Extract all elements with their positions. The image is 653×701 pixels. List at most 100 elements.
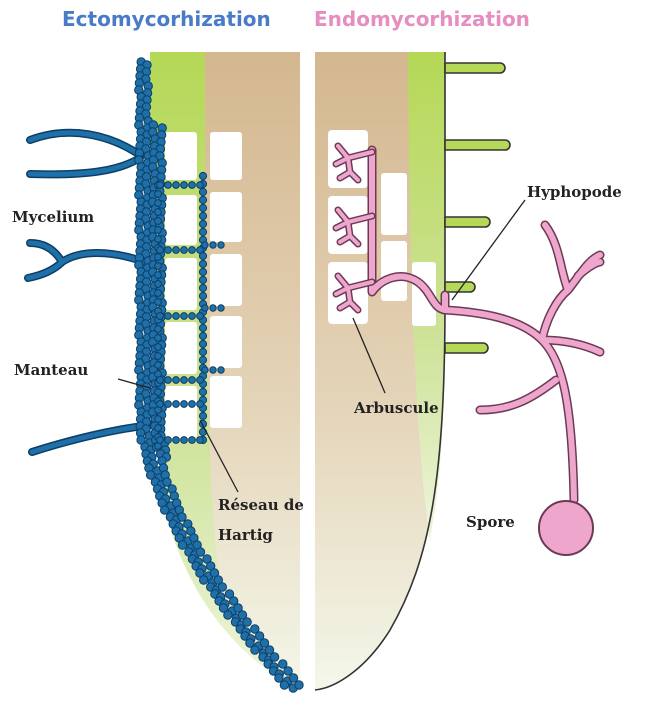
hypha-bead <box>155 416 162 423</box>
label-mycelium: Mycelium <box>12 208 94 226</box>
hypha-bead <box>199 212 206 219</box>
hypha-bead <box>199 284 206 291</box>
hypha-bead <box>155 272 162 279</box>
label-reseau-line2: Hartig <box>218 526 273 544</box>
hypha-bead <box>202 242 208 248</box>
hypha-bead <box>155 209 162 216</box>
hypha-bead <box>189 437 196 444</box>
label-manteau: Manteau <box>14 361 88 379</box>
hypha-bead <box>155 362 162 369</box>
hypha-bead <box>155 281 162 288</box>
hypha-bead <box>275 674 283 682</box>
label-spore: Spore <box>466 513 515 531</box>
ecto-hyphae-outline <box>28 133 150 452</box>
hypha-bead <box>199 268 206 275</box>
hypha-bead <box>189 247 196 254</box>
hypha-bead <box>157 313 164 320</box>
hypha-bead <box>165 247 172 254</box>
hypha-bead <box>155 344 162 351</box>
hypha-bead <box>155 425 162 432</box>
hypha-bead <box>173 247 180 254</box>
hypha-bead <box>155 191 162 198</box>
hypha-bead <box>199 204 206 211</box>
hypha-bead <box>181 377 188 384</box>
hypha-bead <box>200 576 208 584</box>
title-endo: Endomycorhization <box>314 7 530 31</box>
hypha-bead <box>196 548 204 556</box>
hypha-bead <box>270 653 278 661</box>
hypha-bead <box>155 353 162 360</box>
hypha-bead <box>181 313 188 320</box>
hypha-bead <box>189 401 196 408</box>
hypha-bead <box>218 305 224 311</box>
hypha-bead <box>155 236 162 243</box>
hypha-bead <box>197 247 204 254</box>
label-arbuscule: Arbuscule <box>353 399 439 417</box>
label-hyphopode: Hyphopode <box>527 183 622 201</box>
hypha-bead <box>199 228 206 235</box>
hypha-bead <box>199 388 206 395</box>
hypha-bead <box>155 254 162 261</box>
hypha-bead <box>181 182 188 189</box>
hypha-bead <box>165 401 172 408</box>
hypha-bead <box>165 313 172 320</box>
hypha-bead <box>218 583 226 591</box>
hypha-bead <box>199 196 206 203</box>
hypha-bead <box>157 377 164 384</box>
hypha-bead <box>189 313 196 320</box>
hypha-bead <box>199 292 206 299</box>
hypha-bead <box>157 247 164 254</box>
hypha-bead <box>280 681 288 689</box>
hypha-bead <box>173 313 180 320</box>
hypha-bead <box>155 335 162 342</box>
hypha-bead <box>173 401 180 408</box>
ecto-hyphae <box>28 133 150 452</box>
hypha-bead <box>202 305 208 311</box>
hypha-bead <box>157 182 164 189</box>
hypha-bead <box>155 227 162 234</box>
hypha-bead <box>155 290 162 297</box>
hypha-bead <box>197 377 204 384</box>
hypha-bead <box>295 681 303 689</box>
hypha-bead <box>181 437 188 444</box>
hypha-bead <box>199 348 206 355</box>
hypha-bead <box>197 401 204 408</box>
hypha-bead <box>197 437 204 444</box>
hypha-bead <box>155 299 162 306</box>
hypha-bead <box>165 182 172 189</box>
hypha-bead <box>189 377 196 384</box>
hypha-bead <box>202 367 208 373</box>
hypha-bead <box>181 401 188 408</box>
hypha-bead <box>199 324 206 331</box>
hypha-bead <box>199 332 206 339</box>
hypha-bead <box>284 667 292 675</box>
hypha-bead <box>173 182 180 189</box>
hypha-bead <box>178 541 186 549</box>
hypha-bead <box>199 188 206 195</box>
hypha-bead <box>157 437 164 444</box>
hypha-bead <box>199 276 206 283</box>
hypha-bead <box>155 326 162 333</box>
hypha-bead <box>161 506 169 514</box>
hypha-bead <box>197 313 204 320</box>
hypha-bead <box>165 377 172 384</box>
hypha-bead <box>155 218 162 225</box>
hypha-bead <box>197 182 204 189</box>
hypha-bead <box>155 200 162 207</box>
hypha-bead <box>218 242 224 248</box>
title-ecto: Ectomycorhization <box>62 7 271 31</box>
hypha-bead <box>178 513 186 521</box>
endo-root <box>315 52 510 690</box>
hypha-bead <box>199 172 206 179</box>
hypha-bead <box>181 247 188 254</box>
hypha-bead <box>173 377 180 384</box>
hypha-bead <box>199 356 206 363</box>
label-reseau-line1: Réseau de <box>218 496 304 514</box>
hypha-bead <box>224 611 232 619</box>
hypha-bead <box>251 646 259 654</box>
hypha-bead <box>199 260 206 267</box>
hypha-bead <box>218 367 224 373</box>
hypha-bead <box>199 412 206 419</box>
